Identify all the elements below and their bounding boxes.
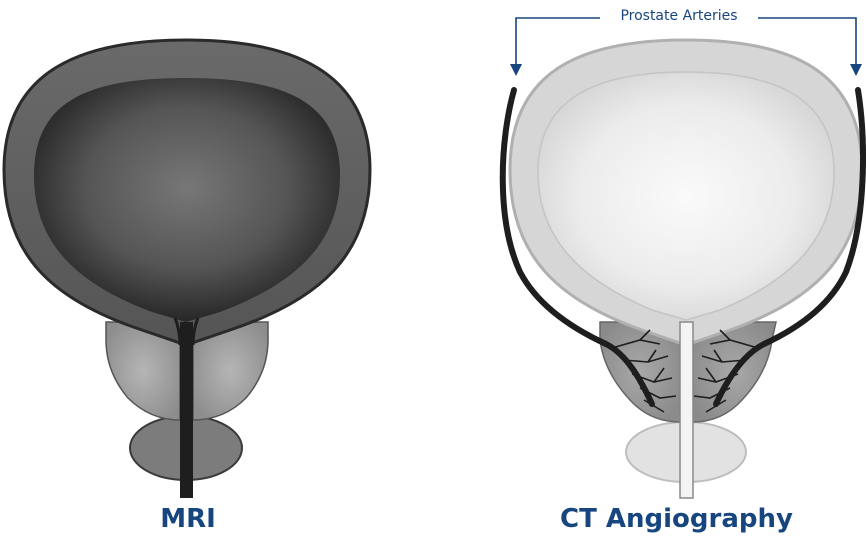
ct-panel	[503, 40, 863, 498]
callout-arrow-left	[510, 64, 522, 76]
callout-arrow-right	[850, 64, 862, 76]
ct-angiography-caption: CT Angiography	[560, 504, 790, 534]
mri-urethra	[180, 322, 193, 498]
ct-urethra	[680, 322, 693, 498]
mri-caption: MRI	[108, 504, 268, 534]
mri-panel	[4, 40, 370, 498]
prostate-arteries-label: Prostate Arteries	[600, 8, 758, 24]
